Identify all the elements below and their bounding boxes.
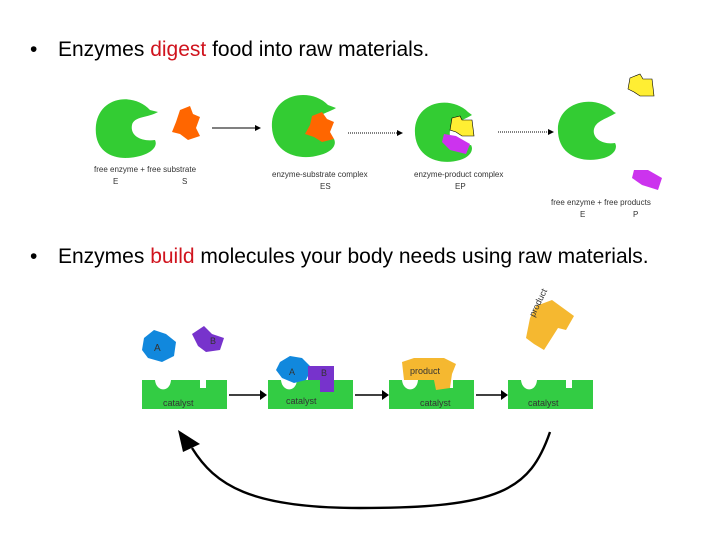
catalyst-2-shape [268, 380, 353, 409]
label-es-complex: enzyme-substrate complex [272, 170, 368, 179]
label-b: B [210, 336, 217, 346]
return-arrow-curve [190, 431, 552, 510]
catalyst-3-shape [389, 380, 474, 409]
label-catalyst-3: catalyst [420, 398, 451, 408]
bullet-build-text: Enzymes build molecules your body needs … [58, 243, 670, 270]
label-free-enzyme-free-products: free enzyme + free products [551, 198, 651, 207]
enzyme-product-yellow-shape [449, 115, 475, 137]
bullet-digest-text: Enzymes digest food into raw materials. [58, 36, 690, 63]
label-e: E [113, 177, 119, 186]
label-a-bound: A [289, 367, 296, 377]
label-catalyst-1: catalyst [163, 398, 194, 408]
molecule-b-shape [192, 326, 224, 352]
bullet-digest: • Enzymes digest food into raw materials… [30, 36, 690, 63]
enzyme-substrate-enzyme-shape [271, 94, 336, 158]
enzyme-substrate-substrate-shape [305, 112, 334, 142]
free-enzyme-final-shape [557, 101, 616, 160]
enzyme-product-purple-shape [442, 134, 470, 154]
label-ep: EP [455, 182, 466, 191]
bullet-build-emphasis: build [150, 245, 195, 268]
catalyst-1-shape [142, 380, 227, 409]
bound-a-shape [276, 356, 312, 383]
label-catalyst-2: catalyst [286, 396, 317, 406]
bullet-marker: • [30, 245, 38, 268]
bullet-digest-emphasis: digest [150, 38, 207, 61]
free-product-purple-shape [632, 170, 662, 190]
label-b-bound: B [321, 368, 328, 378]
bullet-build-post: molecules your body needs using raw mate… [194, 245, 649, 268]
label-es: ES [320, 182, 331, 191]
free-substrate-shape [172, 106, 200, 140]
label-ep-complex: enzyme-product complex [414, 170, 504, 179]
released-product-shape [526, 300, 574, 350]
bullet-build-pre: Enzymes [58, 245, 151, 268]
label-product-bound: product [410, 366, 441, 376]
bullet-digest-pre: Enzymes [58, 38, 151, 61]
bound-b-shape [308, 366, 334, 392]
molecule-a-shape [142, 330, 176, 362]
free-product-yellow-shape [627, 73, 655, 97]
label-s: S [182, 177, 188, 186]
bullet-marker: • [30, 38, 38, 61]
catalyst-4-shape [508, 380, 593, 409]
free-enzyme-shape [95, 99, 158, 158]
bullet-digest-post: food into raw materials. [206, 38, 430, 61]
label-p: P [633, 210, 639, 219]
label-catalyst-4: catalyst [528, 398, 559, 408]
label-a: A [154, 343, 161, 354]
label-e-final: E [580, 210, 586, 219]
build-product-shape [402, 358, 456, 390]
label-free-enzyme-free-substrate: free enzyme + free substrate [94, 165, 197, 174]
bullet-build: • Enzymes build molecules your body need… [30, 243, 670, 270]
return-arrow-head [178, 430, 200, 452]
